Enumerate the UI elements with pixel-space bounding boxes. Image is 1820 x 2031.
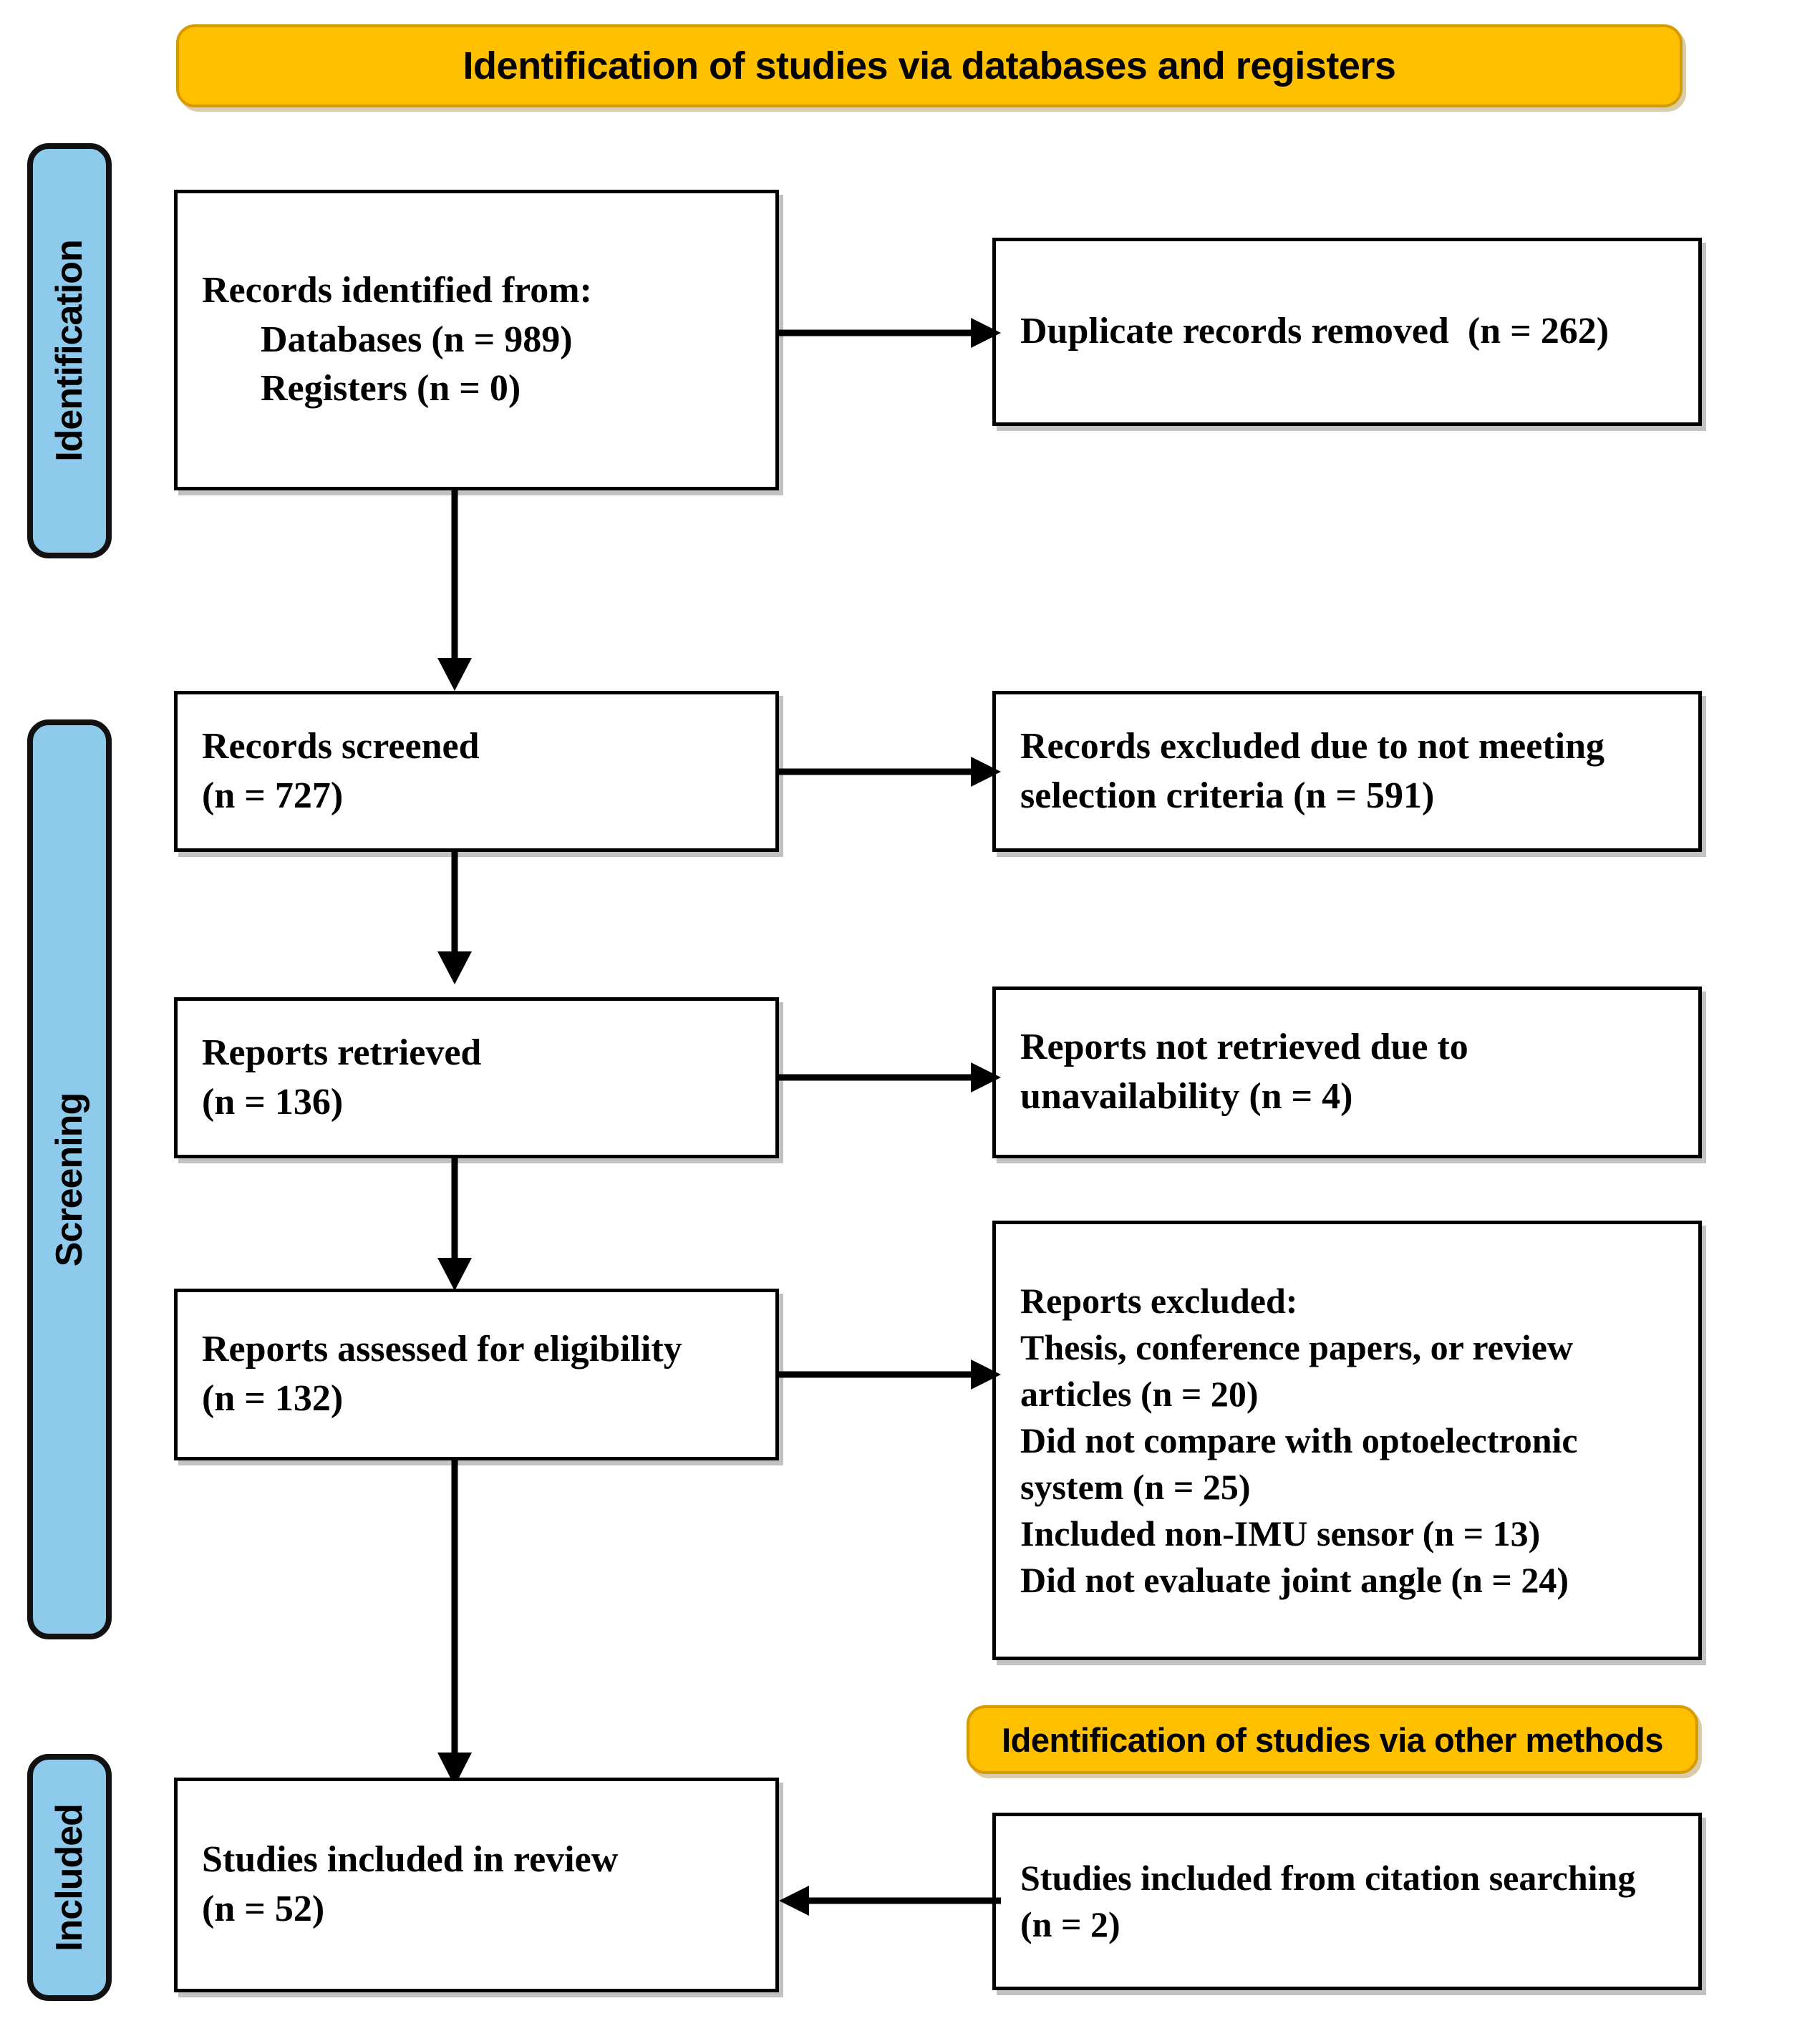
box-records-identified-line-2: Registers (n = 0) <box>261 368 521 409</box>
box-duplicate-records-removed: Duplicate records removed (n = 262) <box>992 238 1702 426</box>
box-reports-assessed-line-1: (n = 132) <box>202 1378 344 1419</box>
box-records-excluded-line-1: selection criteria (n = 591) <box>1020 775 1435 816</box>
stage-tab-screening-label: Screening <box>49 1092 91 1266</box>
arrow-citation-to-included <box>779 1883 1001 1919</box>
arrow-retrieved-to-assessed <box>433 1158 476 1291</box>
arrow-identified-to-duplicates <box>779 315 1001 351</box>
box-studies-included: Studies included in review (n = 52) <box>174 1778 779 1992</box>
box-reports-excluded: Reports excluded: Thesis, conference pap… <box>992 1221 1702 1660</box>
box-records-screened-line-1: (n = 727) <box>202 775 344 816</box>
box-records-excluded: Records excluded due to not meeting sele… <box>992 691 1702 852</box>
box-studies-from-citation-line-0: Studies included from citation searching <box>1020 1858 1636 1898</box>
box-studies-included-line-1: (n = 52) <box>202 1889 325 1929</box>
arrow-screened-to-retrieved <box>433 852 476 984</box>
banner-other-methods: Identification of studies via other meth… <box>967 1705 1698 1774</box>
box-records-excluded-line-0: Records excluded due to not meeting <box>1020 725 1605 767</box>
box-reports-not-retrieved-line-1: unavailability (n = 4) <box>1020 1076 1353 1117</box>
arrow-identified-to-screened <box>433 490 476 691</box>
box-reports-not-retrieved-line-0: Reports not retrieved due to <box>1020 1027 1468 1068</box>
stage-tab-screening: Screening <box>27 719 112 1639</box>
box-records-screened: Records screened (n = 727) <box>174 691 779 852</box>
arrow-screened-to-excluded <box>779 754 1001 790</box>
box-reports-retrieved-line-0: Reports retrieved <box>202 1032 482 1073</box>
box-duplicate-records-removed-line-0: Duplicate records removed (n = 262) <box>1020 311 1610 352</box>
arrow-assessed-to-included <box>433 1460 476 1786</box>
box-reports-excluded-line-1: Thesis, conference papers, or review <box>1020 1327 1574 1367</box>
box-reports-assessed-line-0: Reports assessed for eligibility <box>202 1329 682 1370</box>
box-records-identified-line-0: Records identified from: <box>202 270 592 311</box>
arrow-retrieved-to-not-retrieved <box>779 1060 1001 1095</box>
box-records-identified-line-1: Databases (n = 989) <box>261 319 573 360</box>
stage-tab-identification: Identification <box>27 143 112 558</box>
box-reports-assessed: Reports assessed for eligibility (n = 13… <box>174 1289 779 1460</box>
box-reports-excluded-line-2: articles (n = 20) <box>1020 1373 1259 1414</box>
box-studies-included-line-0: Studies included in review <box>202 1839 619 1881</box>
box-reports-excluded-line-0: Reports excluded: <box>1020 1280 1298 1321</box>
box-reports-excluded-line-6: Did not evaluate joint angle (n = 24) <box>1020 1559 1569 1600</box>
box-reports-not-retrieved: Reports not retrieved due to unavailabil… <box>992 987 1702 1158</box>
box-reports-excluded-line-3: Did not compare with optoelectronic <box>1020 1420 1578 1460</box>
box-reports-excluded-line-4: system (n = 25) <box>1020 1466 1251 1507</box>
banner-databases-registers-label: Identification of studies via databases … <box>463 44 1396 87</box>
arrow-assessed-to-reports-excluded <box>779 1357 1001 1392</box>
box-reports-retrieved: Reports retrieved (n = 136) <box>174 997 779 1158</box>
box-records-screened-line-0: Records screened <box>202 725 480 767</box>
box-studies-from-citation: Studies included from citation searching… <box>992 1813 1702 1990</box>
stage-tab-included-label: Included <box>49 1803 91 1952</box>
banner-other-methods-label: Identification of studies via other meth… <box>1002 1720 1663 1759</box>
box-studies-from-citation-line-1: (n = 2) <box>1020 1904 1120 1944</box>
stage-tab-identification-label: Identification <box>49 240 90 462</box>
banner-databases-registers: Identification of studies via databases … <box>176 24 1683 107</box>
box-records-identified: Records identified from: Databases (n = … <box>174 190 779 490</box>
box-reports-excluded-line-5: Included non-IMU sensor (n = 13) <box>1020 1513 1541 1553</box>
box-reports-retrieved-line-1: (n = 136) <box>202 1081 344 1123</box>
stage-tab-included: Included <box>27 1754 112 2001</box>
